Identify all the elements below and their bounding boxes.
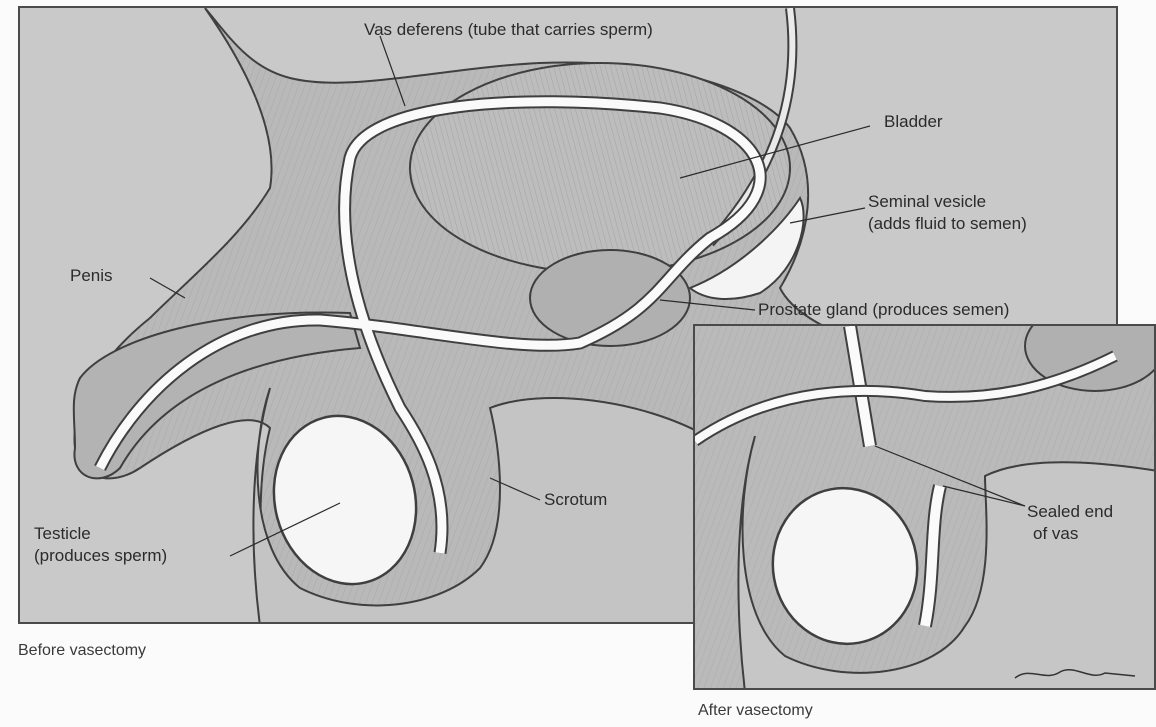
label-prostate: Prostate gland (produces semen) [758,300,1009,320]
caption-after: After vasectomy [698,702,813,720]
label-vas-deferens: Vas deferens (tube that carries sperm) [364,20,653,40]
label-penis: Penis [70,266,113,286]
label-testicle-line1: Testicle [34,524,91,544]
label-seminal-vesicle-line2: (adds fluid to semen) [868,214,1027,234]
after-vasectomy-inset: Sealed end of vas [693,324,1156,690]
label-sealed-end-line2: of vas [1033,524,1078,544]
label-bladder: Bladder [884,112,943,132]
label-sealed-end-line1: Sealed end [1027,502,1113,522]
caption-before: Before vasectomy [18,642,146,660]
label-scrotum: Scrotum [544,490,607,510]
label-testicle-line2: (produces sperm) [34,546,167,566]
label-seminal-vesicle-line1: Seminal vesicle [868,192,986,212]
